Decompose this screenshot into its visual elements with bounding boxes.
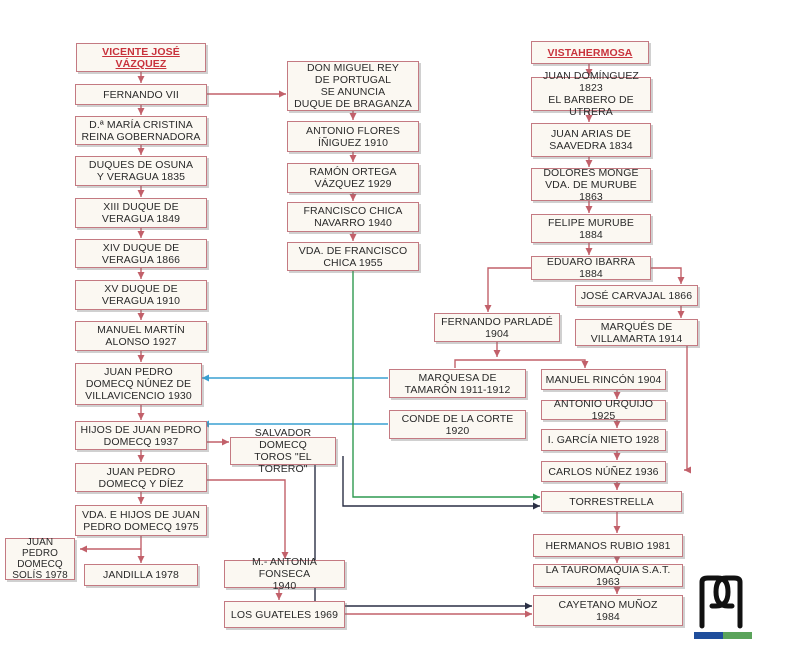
node-jose-carvajal: JOSÉ CARVAJAL 1866 — [575, 285, 698, 306]
publisher-logo — [694, 575, 752, 639]
node-salvador-domecq: SALVADOR DOMECQ TOROS "EL TORERO" — [230, 427, 336, 475]
root-vistahermosa: VISTAHERMOSA — [531, 41, 649, 64]
root-vicente-jose-vazquez: VICENTE JOSÉ VÁZQUEZ — [76, 43, 206, 72]
node-garcia-nieto: I. GARCÍA NIETO 1928 — [541, 429, 666, 451]
node-dolores-monge: DOLORES MONGE VDA. DE MURUBE 1863 — [531, 167, 651, 203]
node-los-guateles: LOS GUATELES 1969 — [224, 601, 345, 628]
node-manuel-rincon: MANUEL RINCÓN 1904 — [541, 369, 666, 390]
node-jp-domecq-solis: JUAN PEDRO DOMECQ SOLÍS 1978 — [5, 537, 75, 581]
node-maria-cristina: D.ª MARÍA CRISTINA REINA GOBERNADORA — [75, 116, 207, 145]
node-jp-domecq-1930: JUAN PEDRO DOMECQ NÚNEZ DE VILLAVICENCIO… — [75, 363, 202, 405]
node-hermanos-rubio: HERMANOS RUBIO 1981 — [533, 534, 683, 557]
node-duques-osuna: DUQUES DE OSUNA Y VERAGUA 1835 — [75, 156, 207, 186]
node-fonseca: M.- ANTONIA FONSECA 1940 — [224, 556, 345, 592]
node-carlos-nunez: CARLOS NÚÑEZ 1936 — [541, 461, 666, 482]
node-la-tauromaquia: LA TAUROMAQUIA S.A.T. 1963 — [533, 564, 683, 588]
node-vda-hijos-jp: VDA. E HIJOS DE JUAN PEDRO DOMECQ 1975 — [75, 505, 207, 536]
node-xv-duque: XV DUQUE DE VERAGUA 1910 — [75, 280, 207, 310]
node-marques-villamarta: MARQUÉS DE VILLAMARTA 1914 — [575, 319, 698, 346]
dark-arrow — [314, 458, 532, 610]
node-xiii-duque: XIII DUQUE DE VERAGUA 1849 — [75, 198, 207, 228]
logo-bar-blue — [694, 632, 723, 639]
node-manuel-martin: MANUEL MARTÍN ALONSO 1927 — [75, 321, 207, 351]
arrow — [484, 267, 531, 312]
node-jandilla: JANDILLA 1978 — [84, 564, 198, 586]
logo-bar-green — [723, 632, 752, 639]
node-felipe-murube: FELIPE MURUBE 1884 — [531, 214, 651, 243]
arrow — [454, 359, 589, 368]
node-juan-dominguez: JUAN DOMÍNGUEZ 1823 EL BARBERO DE UTRERA — [531, 70, 651, 118]
node-marquesa-tamaron: MARQUESA DE TAMARÓN 1911-1912 — [389, 369, 526, 398]
arrow — [651, 267, 685, 284]
node-ramon-ortega: RAMÓN ORTEGA VÁZQUEZ 1929 — [287, 163, 419, 193]
node-conde-la-corte: CONDE DE LA CORTE 1920 — [389, 410, 526, 439]
node-miguel-rey-portugal: DON MIGUEL REY DE PORTUGAL SE ANUNCIA DU… — [287, 61, 419, 111]
node-cayetano-munoz: CAYETANO MUÑOZ 1984 — [533, 595, 683, 626]
node-fernando-vii: FERNANDO VII — [75, 84, 207, 105]
node-antonio-urquijo: ANTONIO URQUIJO 1925 — [541, 398, 666, 422]
green-arrow — [352, 271, 540, 501]
arrow — [207, 479, 289, 559]
node-hijos-jp-domecq: HIJOS DE JUAN PEDRO DOMECQ 1937 — [75, 421, 207, 450]
node-francisco-chica: FRANCISCO CHICA NAVARRO 1940 — [287, 202, 419, 232]
node-vda-francisco-chica: VDA. DE FRANCISCO CHICA 1955 — [287, 242, 419, 271]
node-antonio-flores: ANTONIO FLORES ÍÑIGUEZ 1910 — [287, 121, 419, 152]
arrow — [684, 346, 691, 474]
node-xiv-duque: XIV DUQUE DE VERAGUA 1866 — [75, 239, 207, 268]
node-eduardo-ibarra: EDUARO IBARRA 1884 — [531, 256, 651, 280]
dark-arrow — [342, 456, 540, 510]
node-fernando-parlade: FERNANDO PARLADÉ 1904 — [434, 313, 560, 342]
node-juan-arias: JUAN ARIAS DE SAAVEDRA 1834 — [531, 123, 651, 157]
node-jp-domecq-diez: JUAN PEDRO DOMECQ Y DÍEZ — [75, 463, 207, 492]
node-torrestrella: TORRESTRELLA — [541, 491, 682, 512]
